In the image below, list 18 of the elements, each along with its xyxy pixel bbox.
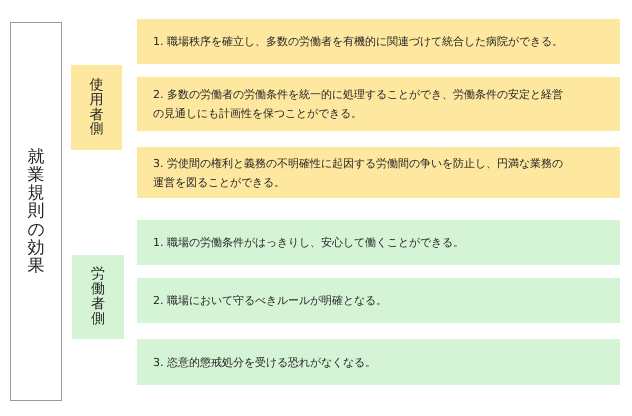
effect-card: [137, 339, 620, 385]
effect-card: [137, 278, 620, 323]
heading-text: 就業規則の効果: [26, 148, 46, 275]
effect-text: 2. 職場において守るべきルールが明確となる。: [153, 293, 387, 309]
effect-text: 3. 労使間の権利と義務の不明確性に起因する労働間の争いを防止し、円満な業務の運営を図ることができる。: [153, 156, 564, 190]
effect-text: 3. 恣意的懲戒処分を受ける恐れがなくなる。: [153, 354, 376, 370]
effect-card: [137, 147, 620, 198]
category-box: [71, 65, 122, 150]
category-box: [72, 255, 124, 339]
effect-text: 1. 職場の労働条件がはっきりし、安心して働くことができる。: [153, 235, 464, 251]
effect-card: [137, 19, 620, 64]
category-label: 労働者側: [90, 267, 106, 327]
category-label: 使用者側: [88, 78, 104, 138]
effect-text: 2. 多数の労働者の労働条件を統一的に処理することができ、労働条件の安定と経営の見通しにも計画性を保つことができる。: [153, 87, 564, 122]
effect-card: [137, 220, 620, 265]
effect-card: [137, 77, 620, 131]
effect-text: 1. 職場秩序を確立し、多数の労働者を有機的に関連づけて統合した病院ができる。: [153, 34, 563, 50]
heading-box: [10, 22, 62, 401]
